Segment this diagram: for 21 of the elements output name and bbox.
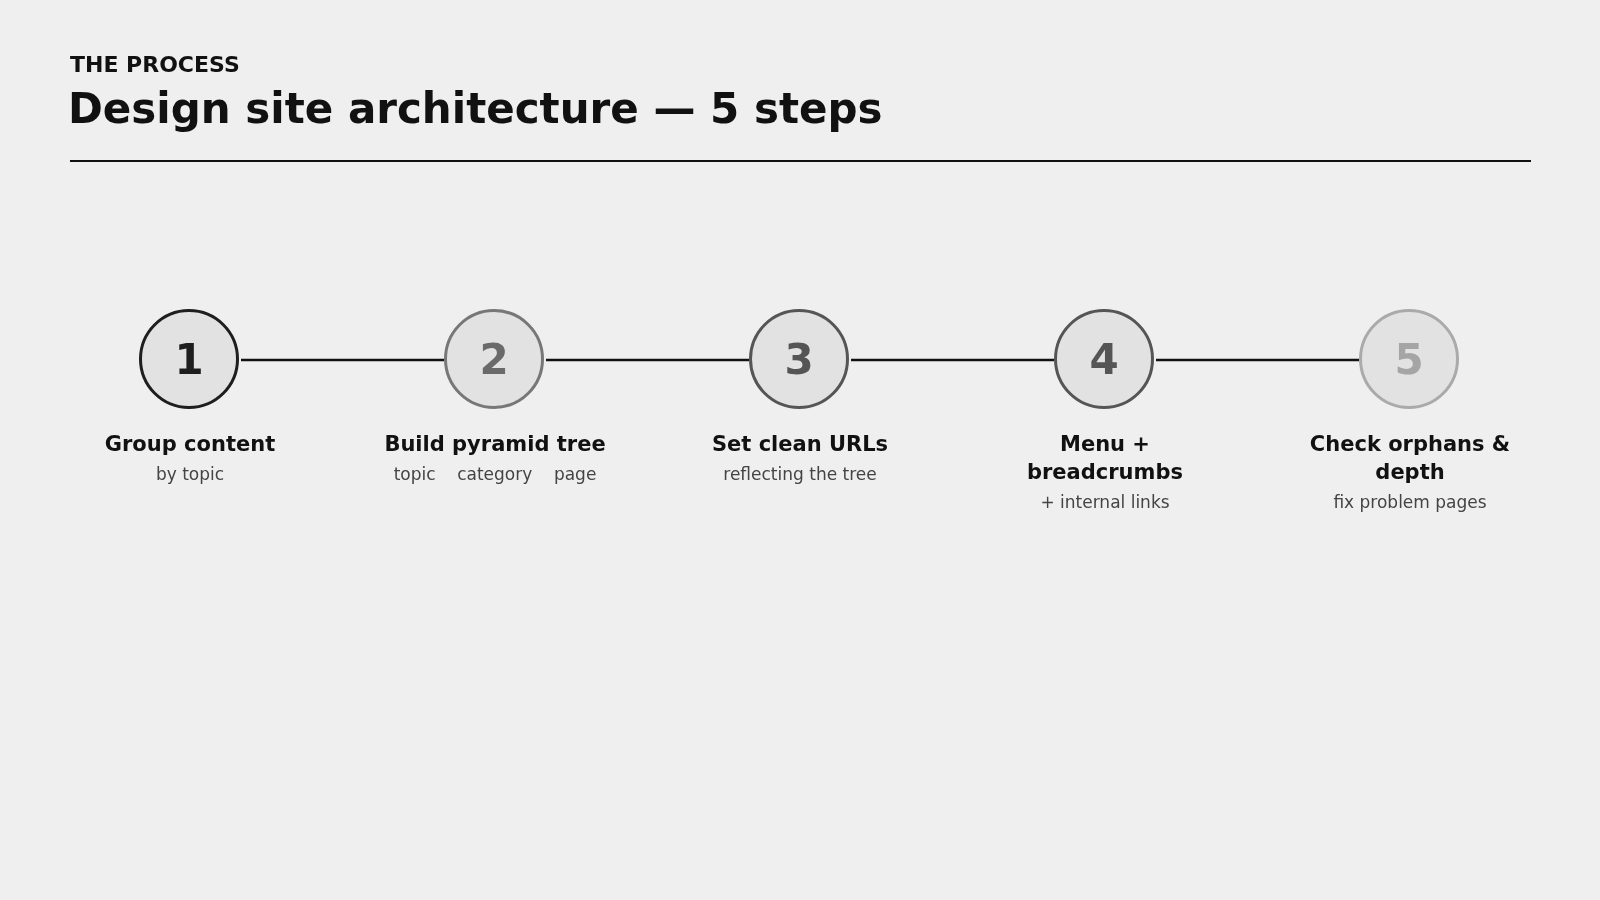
connector-line — [241, 358, 444, 362]
step-circle: 1 — [139, 309, 239, 409]
connector-line — [1156, 358, 1359, 362]
step-circle: 5 — [1359, 309, 1459, 409]
step-circle: 2 — [444, 309, 544, 409]
step-description: fix problem pages — [1332, 492, 1488, 512]
title: Design site architecture — 5 steps — [68, 84, 883, 133]
step-title: Build pyramid tree — [383, 431, 607, 458]
section-label: THE PROCESS — [70, 52, 240, 77]
step-description: + internal links — [1039, 492, 1171, 512]
step-title: Check orphans & depth — [1308, 431, 1512, 486]
step-title: Menu + breadcrumbs — [1026, 431, 1184, 486]
step-description: by topic — [154, 464, 226, 484]
step-title: Set clean URLs — [710, 431, 890, 458]
step-circle: 3 — [749, 309, 849, 409]
step-description: topic category page — [392, 464, 598, 484]
connector-line — [851, 358, 1054, 362]
connector-line — [546, 358, 749, 362]
step-title: Group content — [103, 431, 277, 458]
step-description: reflecting the tree — [722, 464, 878, 484]
step-circle: 4 — [1054, 309, 1154, 409]
